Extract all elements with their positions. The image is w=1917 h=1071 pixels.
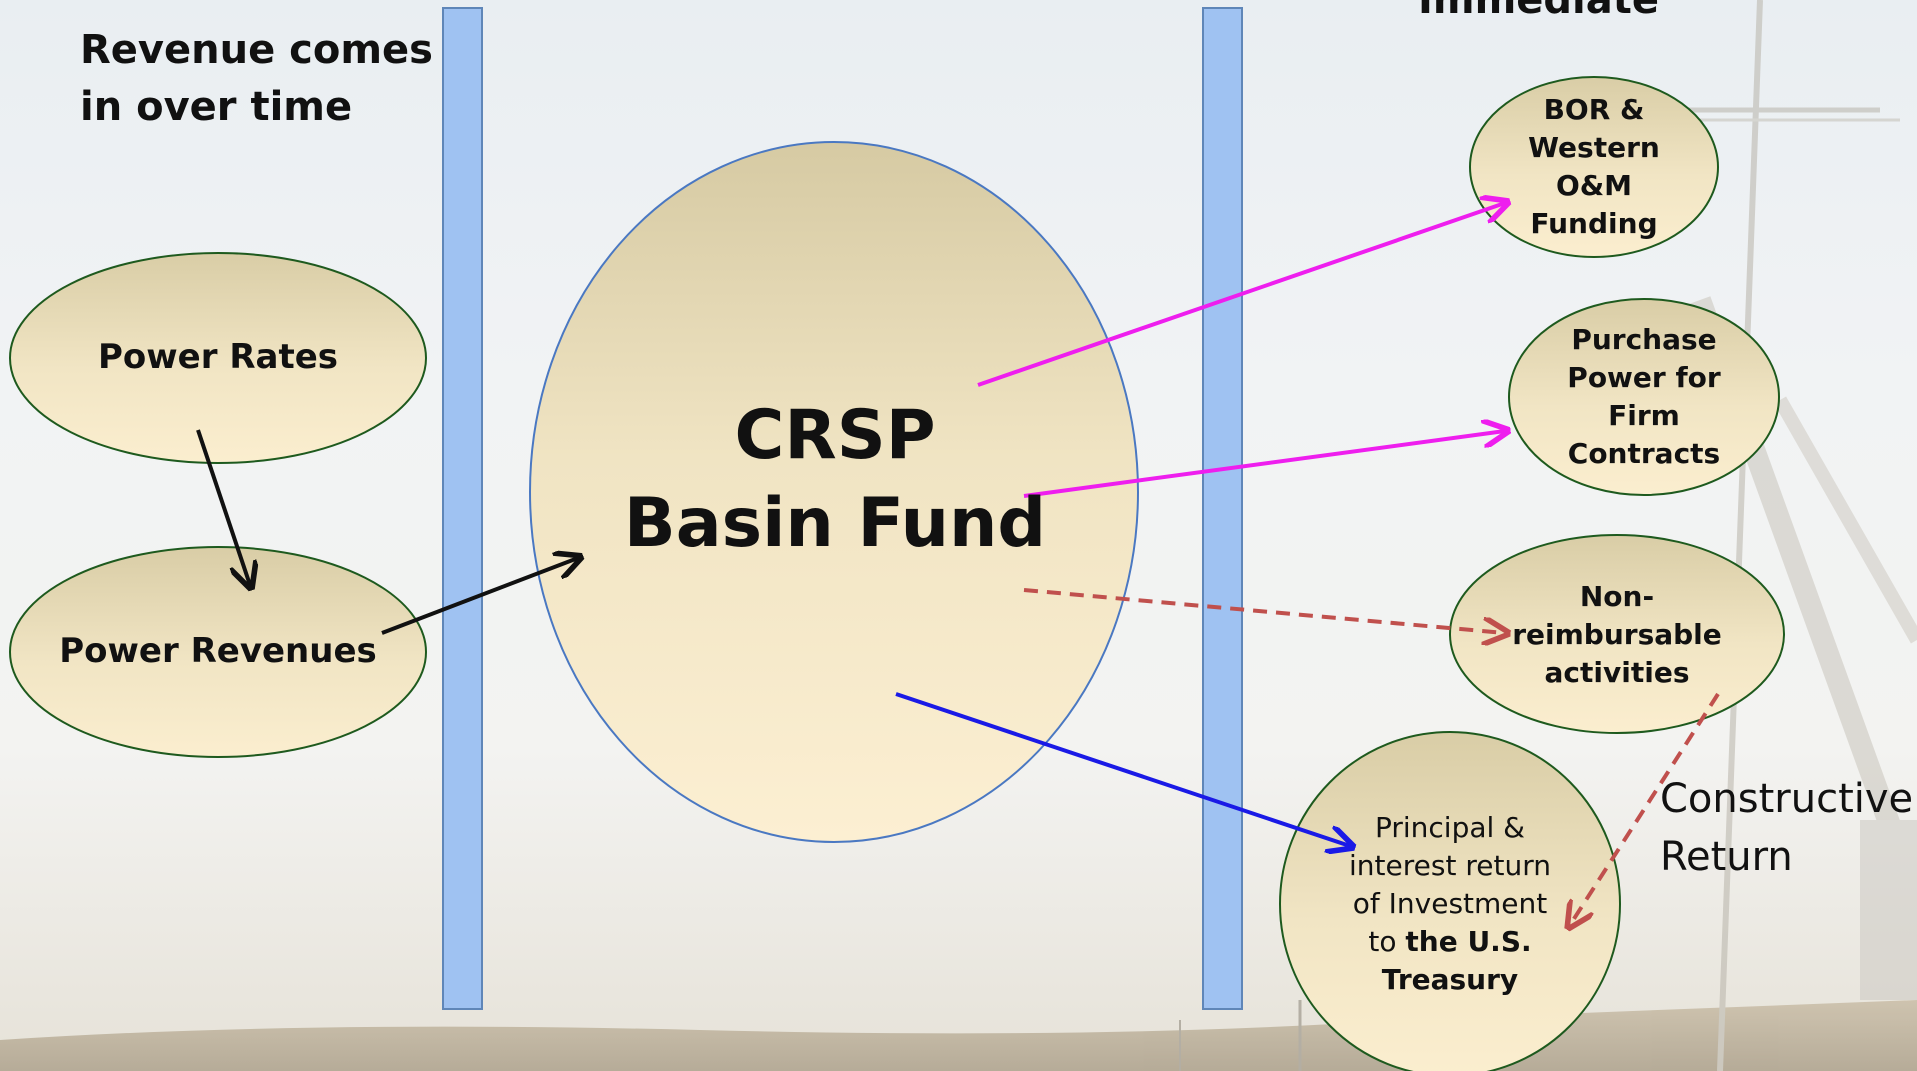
treasury-line3: of Investment — [1352, 887, 1548, 920]
constructive-line1: Constructive — [1660, 776, 1914, 822]
arrow-fund-to-bor — [977, 203, 1505, 387]
treasury-line4-bold: the U.S. — [1405, 925, 1532, 958]
purchase-power-label: Purchase Power for Firm Contracts — [1524, 319, 1764, 475]
bor-line3: O&M — [1555, 169, 1633, 202]
bor-line4: Funding — [1530, 207, 1658, 240]
treasury-line4-plain: to — [1368, 925, 1406, 958]
power-revenues-node — [9, 546, 427, 758]
purchase-line1: Purchase — [1571, 323, 1717, 356]
constructive-line2: Return — [1660, 834, 1793, 880]
purchase-line4: Contracts — [1567, 437, 1721, 470]
revenue-heading: Revenue comes in over time — [80, 22, 433, 136]
left-divider-bar — [442, 7, 483, 1010]
arrow-fund-to-nonreimbursable — [1023, 588, 1505, 633]
basin-fund-line1: CRSP — [734, 396, 936, 475]
arrow-revenues-to-fund — [381, 558, 578, 635]
bor-funding-node — [1469, 76, 1719, 258]
arrow-fund-to-treasury — [895, 692, 1350, 846]
right-divider-bar — [1202, 7, 1243, 1010]
immediate-heading: Immediate — [1418, 0, 1659, 23]
bor-funding-label: BOR & Western O&M Funding — [1474, 89, 1714, 245]
basin-fund-label: CRSP Basin Fund — [560, 390, 1110, 570]
bor-line1: BOR & — [1543, 93, 1645, 126]
non-reimbursable-label: Non- reimbursable activities — [1477, 576, 1757, 694]
nonreimb-line3: activities — [1544, 656, 1690, 689]
basin-fund-line2: Basin Fund — [623, 484, 1047, 563]
arrow-rates-to-revenues — [196, 429, 250, 585]
non-reimbursable-node — [1449, 534, 1785, 734]
treasury-label: Principal & interest return of Investmen… — [1320, 808, 1580, 1000]
revenue-heading-line2: in over time — [80, 84, 353, 130]
arrow-fund-to-purchase — [1023, 431, 1505, 498]
treasury-line2: interest return — [1349, 849, 1551, 882]
treasury-line4: to the U.S. — [1368, 923, 1531, 961]
purchase-power-node — [1508, 298, 1780, 496]
power-rates-label: Power Rates — [97, 337, 339, 378]
constructive-return-label: Constructive Return — [1660, 770, 1913, 886]
nonreimb-line1: Non- — [1579, 580, 1655, 613]
treasury-node — [1279, 731, 1621, 1071]
treasury-line5: Treasury — [1381, 963, 1519, 996]
basin-fund-node — [529, 141, 1139, 843]
revenue-heading-line1: Revenue comes — [80, 27, 433, 73]
power-rates-node — [9, 252, 427, 464]
purchase-line3: Firm — [1608, 399, 1680, 432]
treasury-line1: Principal & — [1374, 811, 1526, 844]
power-revenues-label: Power Revenues — [59, 631, 377, 672]
purchase-line2: Power for — [1567, 361, 1721, 394]
bor-line2: Western — [1528, 131, 1660, 164]
nonreimb-line2: reimbursable — [1512, 618, 1722, 651]
